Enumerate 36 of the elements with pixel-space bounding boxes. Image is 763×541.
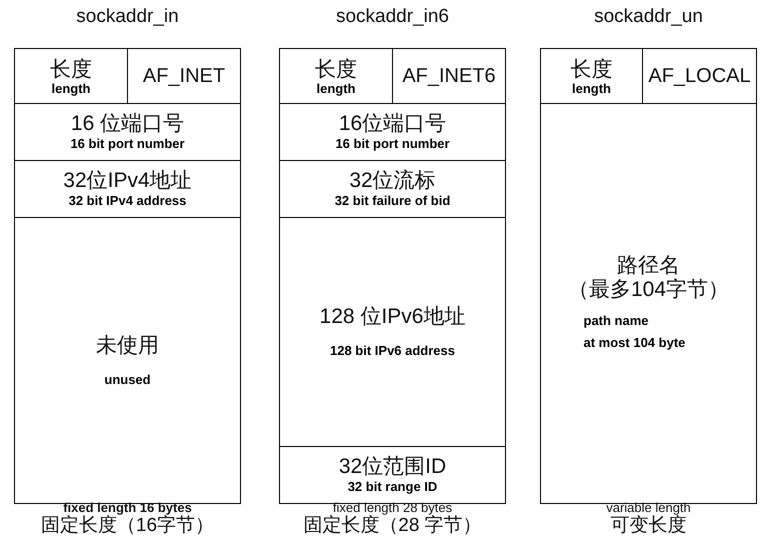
field-translation: at most 104 byte [584, 334, 686, 352]
field-translation: 16 bit port number [70, 136, 185, 152]
field-translation: 32 bit failure of bid [334, 193, 450, 209]
size-caption: 可变长度 [610, 515, 688, 538]
field-translation: unused [104, 372, 151, 388]
struct-title: sockaddr_in6 [334, 6, 450, 28]
field-label: （最多104字节） [568, 278, 730, 302]
field-translation: length [572, 82, 611, 94]
field-label: AF_INET [142, 64, 226, 88]
field-label: 128 位IPv6地址 [320, 305, 466, 329]
field-label: 16位端口号 [338, 112, 446, 136]
size-note: variable length [605, 501, 692, 515]
field-translation: 128 bit IPv6 address [330, 343, 455, 359]
size-note: fixed length 16 bytes [62, 501, 193, 515]
field-label: 32位范围ID [338, 455, 446, 479]
field-label: AF_INET6 [402, 64, 496, 88]
field-label: 长度 [50, 58, 92, 82]
struct-title: sockaddr_un [593, 6, 704, 28]
field-translation: 32 bit IPv4 address [68, 193, 186, 209]
struct-title: sockaddr_in [75, 6, 180, 28]
field-label: 路径名 [617, 254, 680, 278]
field-label: 32位IPv4地址 [63, 169, 192, 193]
field-label: 未使用 [96, 334, 159, 358]
field-translation: length [52, 82, 90, 94]
field-translation: length [316, 82, 356, 94]
size-note: fixed length 28 bytes [332, 501, 454, 515]
field-label: 16 位端口号 [70, 112, 184, 136]
field-translation: 32 bit range ID [348, 479, 438, 495]
size-caption: 固定长度（28 字节） [302, 515, 483, 538]
field-label: 长度 [570, 58, 612, 82]
field-translation: 16 bit port number [335, 136, 450, 152]
size-caption: 固定长度（16字节） [40, 515, 216, 538]
field-label: 32位流标 [349, 169, 436, 193]
field-label: AF_LOCAL [648, 64, 751, 88]
field-translation: path name [584, 312, 650, 330]
field-label: 长度 [315, 58, 357, 82]
